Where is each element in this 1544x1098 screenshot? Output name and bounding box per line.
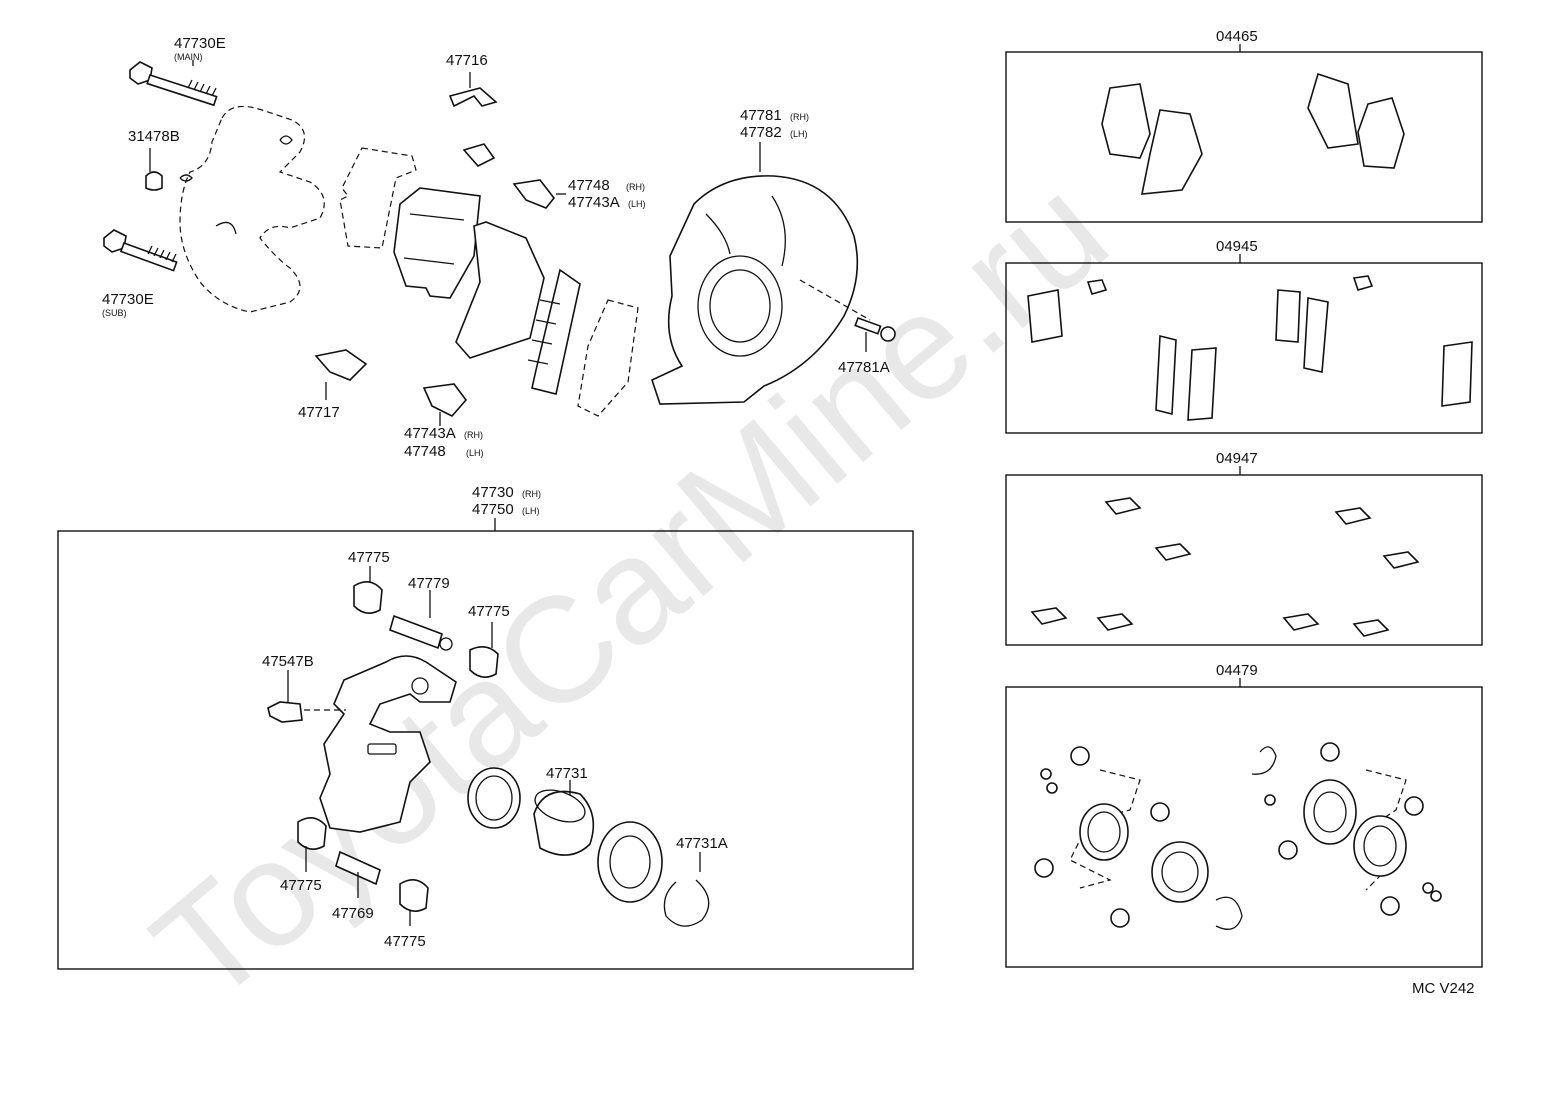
label-47781-rh-note: (RH) bbox=[790, 112, 809, 122]
brake-pad-group bbox=[339, 147, 639, 417]
labels: 47730E (MAIN) 31478B 47730E (SUB) 47716 … bbox=[102, 28, 1475, 997]
cylinder-boot-d-icon bbox=[297, 817, 327, 850]
label-47730E-main-note: (MAIN) bbox=[174, 52, 203, 62]
bleeder-plug-icon bbox=[267, 701, 303, 723]
anti-squeal-shim-outer-icon bbox=[339, 147, 417, 249]
diagram-code: MC V242 bbox=[1412, 980, 1475, 997]
piston-icon bbox=[533, 789, 595, 856]
torque-plate-icon bbox=[179, 105, 325, 313]
label-47547B: 47547B bbox=[262, 653, 314, 670]
pad-support-plate-47743A-icon bbox=[422, 383, 468, 417]
label-47750-lh: 47750 bbox=[472, 501, 514, 518]
label-47748-rh: 47748 bbox=[568, 177, 610, 194]
label-47743A-lh-note: (LH) bbox=[628, 199, 646, 209]
label-kit-04465: 04465 bbox=[1216, 28, 1258, 45]
label-47781A: 47781A bbox=[838, 359, 890, 376]
kit-04947-clips-icon bbox=[1030, 497, 1420, 637]
label-47748-lh-note: (LH) bbox=[466, 448, 484, 458]
kit-04945-shims-icon bbox=[1027, 275, 1473, 421]
label-47775-a: 47775 bbox=[348, 549, 390, 566]
label-47730E-sub: 47730E bbox=[102, 291, 154, 308]
anti-squeal-shim-inner-icon bbox=[577, 299, 639, 417]
label-kit-04947: 04947 bbox=[1216, 450, 1258, 467]
kit-04465-box bbox=[1005, 51, 1483, 223]
caliper-body-icon bbox=[319, 655, 457, 833]
label-47775-d: 47775 bbox=[384, 933, 426, 950]
label-47748-rh-note: (RH) bbox=[626, 182, 645, 192]
caliper-mounting-group bbox=[103, 60, 325, 313]
label-47779: 47779 bbox=[408, 575, 450, 592]
label-47748-lh: 47748 bbox=[404, 443, 446, 460]
kit-04479-box bbox=[1005, 686, 1483, 968]
cylinder-boot-b-icon bbox=[469, 646, 499, 678]
kit-04465-pads-icon bbox=[1101, 72, 1405, 195]
label-47750-lh-note: (LH) bbox=[522, 506, 540, 516]
label-47782-lh: 47782 bbox=[740, 124, 782, 141]
label-47731A: 47731A bbox=[676, 835, 728, 852]
label-47775-c: 47775 bbox=[280, 877, 322, 894]
slide-pin-47769-icon bbox=[335, 850, 381, 886]
dust-cover-bolt-icon bbox=[854, 316, 896, 352]
bolt-sub-icon bbox=[103, 229, 178, 272]
label-47730E-main: 47730E bbox=[174, 35, 226, 52]
label-47743A-rh: 47743A bbox=[404, 425, 456, 442]
cylinder-boot-icon bbox=[353, 581, 383, 614]
label-47716: 47716 bbox=[446, 52, 488, 69]
brake-pad-inner-icon bbox=[455, 221, 545, 359]
kit-04945-box bbox=[1005, 262, 1483, 434]
label-47782-lh-note: (LH) bbox=[790, 129, 808, 139]
slide-pin-47779-icon bbox=[389, 614, 443, 650]
label-47743A-rh-note: (RH) bbox=[464, 430, 483, 440]
cylinder-boot-e-icon bbox=[399, 879, 429, 912]
label-47730-rh-note: (RH) bbox=[522, 489, 541, 499]
cylinder-boot-c-icon bbox=[597, 821, 663, 903]
pad-support-plate-47748-icon bbox=[512, 179, 556, 209]
pad-support-clip-small-icon bbox=[462, 143, 496, 167]
label-47730E-sub-note: (SUB) bbox=[102, 308, 127, 318]
kit-04479-seals-icon bbox=[1034, 742, 1442, 930]
label-47730-rh: 47730 bbox=[472, 484, 514, 501]
brake-pad-outer-icon bbox=[393, 187, 481, 299]
label-47743A-lh: 47743A bbox=[568, 194, 620, 211]
label-47781-rh: 47781 bbox=[740, 107, 782, 124]
pad-support-plate-47716-icon bbox=[448, 87, 498, 108]
bolt-main-icon bbox=[129, 61, 218, 107]
label-kit-04479: 04479 bbox=[1216, 662, 1258, 679]
caliper-assembly-box bbox=[57, 530, 914, 970]
pad-support-plate-47717-icon bbox=[314, 349, 368, 381]
label-47769: 47769 bbox=[332, 905, 374, 922]
label-kit-04945: 04945 bbox=[1216, 238, 1258, 255]
label-47775-b: 47775 bbox=[468, 603, 510, 620]
disc-dust-cover-icon bbox=[651, 142, 871, 405]
label-31478B: 31478B bbox=[128, 128, 180, 145]
label-47717: 47717 bbox=[298, 404, 340, 421]
dust-cap-icon bbox=[145, 171, 163, 191]
kit-04947-box bbox=[1005, 474, 1483, 646]
label-47731: 47731 bbox=[546, 765, 588, 782]
set-ring-icon bbox=[663, 879, 710, 927]
